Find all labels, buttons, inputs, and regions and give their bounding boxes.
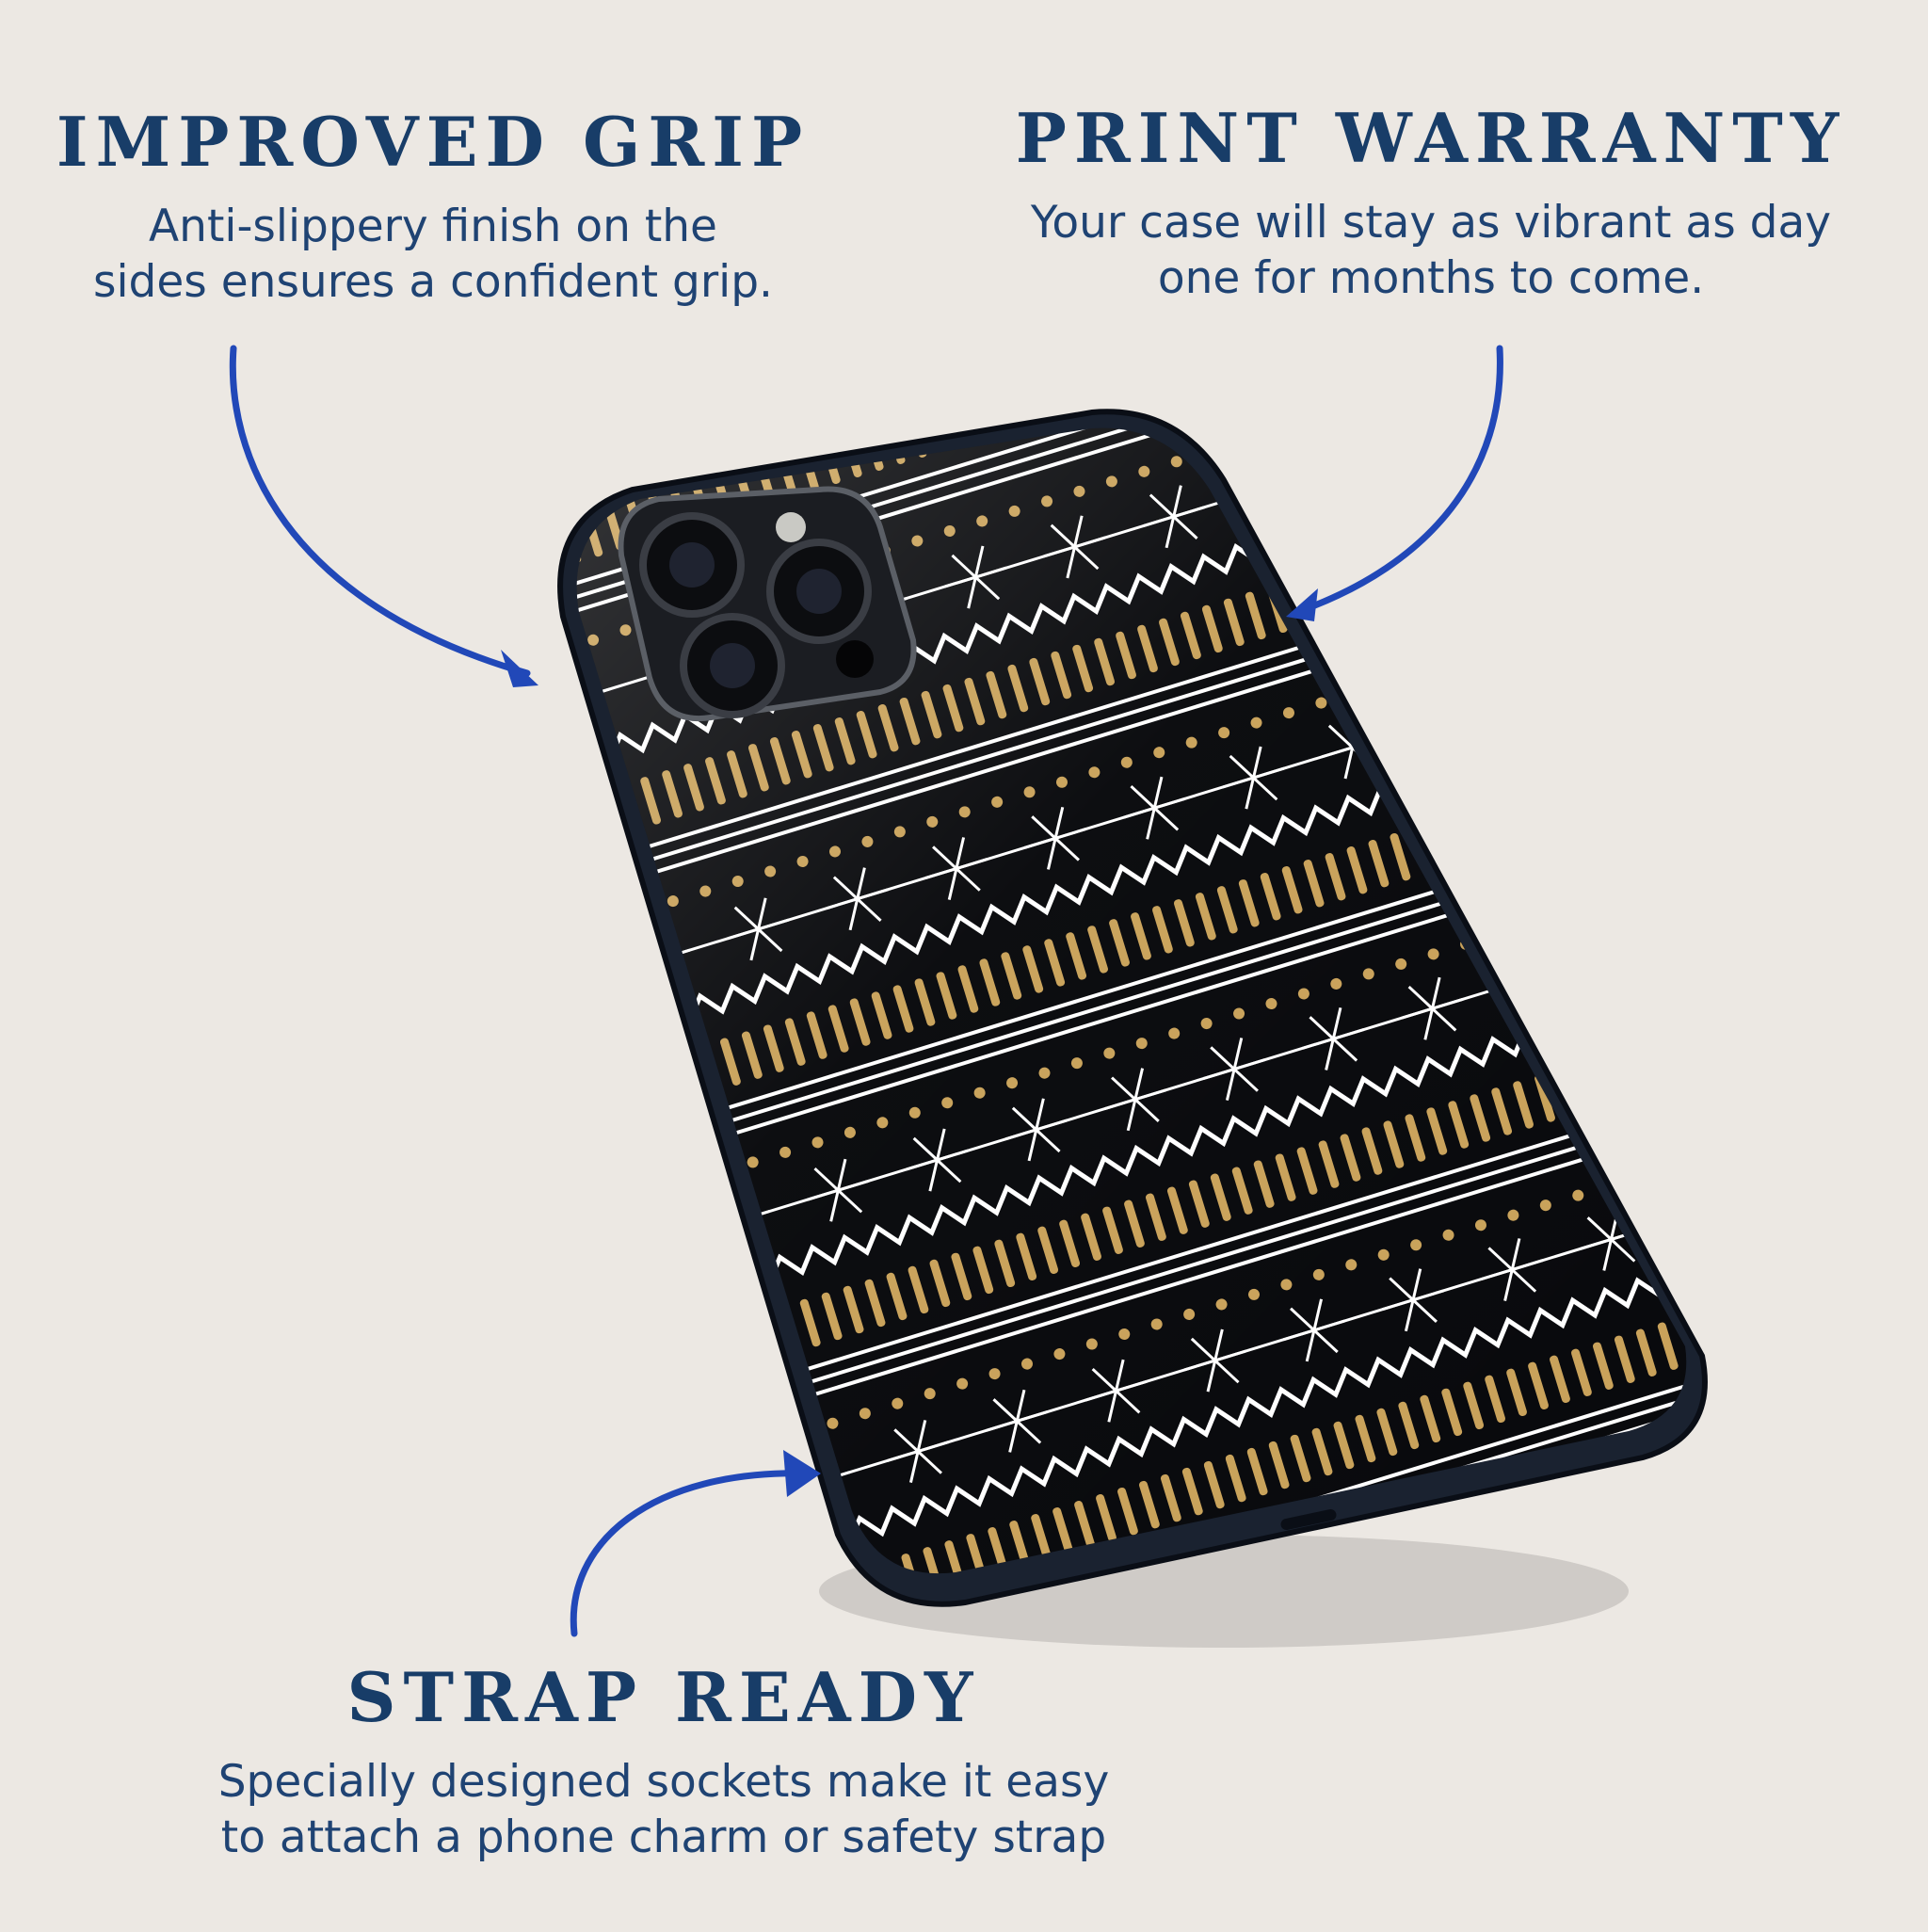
strap-socket <box>1280 1509 1337 1530</box>
arrow-strap <box>570 1450 821 1637</box>
feature-description: Your case will stay as vibrant as day on… <box>979 195 1883 306</box>
camera-module <box>618 486 917 722</box>
feature-description-line: one for months to come. <box>1157 252 1705 304</box>
feature-strap-ready: STRAP READY Specially designed sockets m… <box>141 1657 1186 1865</box>
arrow-warranty <box>1286 345 1503 621</box>
feature-improved-grip: IMPROVED GRIP Anti-slippery finish on th… <box>38 102 828 310</box>
feature-description-line: Your case will stay as vibrant as day <box>1030 197 1832 249</box>
camera-sensor <box>836 640 874 678</box>
curved-arrow-icon <box>570 1470 813 1637</box>
feature-title: STRAP READY <box>346 1657 981 1737</box>
feature-title: PRINT WARRANTY <box>1015 98 1847 178</box>
feature-description-line: Anti-slippery finish on the <box>149 201 717 252</box>
arrow-grip <box>229 345 538 687</box>
case-gloss <box>576 427 1687 1574</box>
curved-arrow-icon <box>1293 345 1503 616</box>
feature-description-line: Specially designed sockets make it easy <box>217 1756 1110 1808</box>
camera-flash <box>776 512 806 542</box>
feature-description: Specially designed sockets make it easy … <box>141 1754 1186 1865</box>
curved-arrow-icon <box>229 345 531 677</box>
feature-description-line: sides ensures a confident grip. <box>93 256 773 308</box>
feature-print-warranty: PRINT WARRANTY Your case will stay as vi… <box>979 98 1883 306</box>
feature-description-line: to attach a phone charm or safety strap <box>220 1811 1107 1863</box>
feature-title: IMPROVED GRIP <box>56 102 811 182</box>
feature-description: Anti-slippery finish on the sides ensure… <box>38 199 828 310</box>
